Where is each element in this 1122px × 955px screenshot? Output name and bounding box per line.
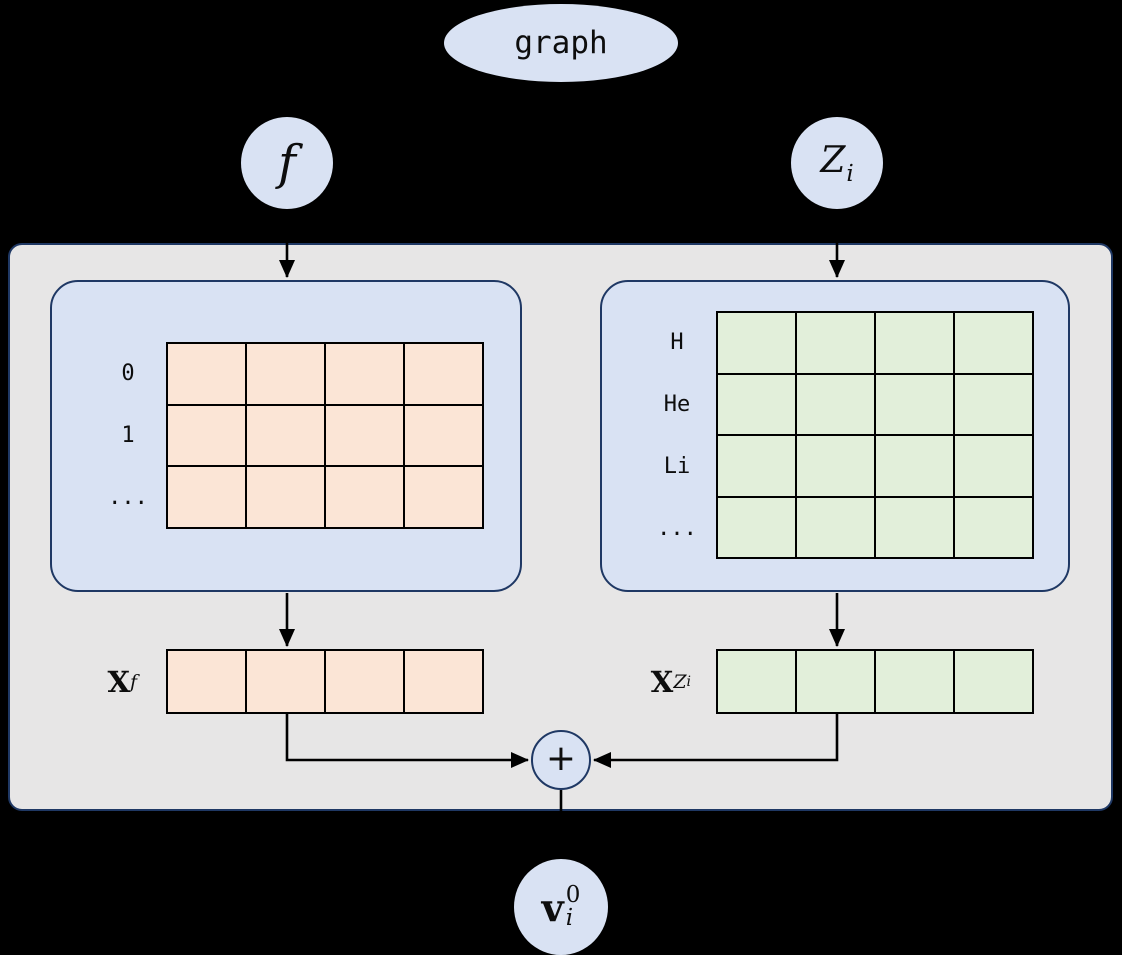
matrix-cell [168,344,245,404]
row-label: He [663,391,691,417]
row-label: ... [657,515,697,541]
row-label: 1 [121,422,135,448]
right-row-labels: H He Li ... [647,311,707,559]
row-label: 0 [121,360,135,386]
matrix-cell [247,405,324,466]
row-label: H [670,329,684,355]
matrix-cell [326,467,403,527]
matrix-cell [876,497,953,557]
row-label: Li [663,453,691,479]
plus-icon: + [545,737,577,779]
sum-node: + [531,730,591,790]
matrix-cell [718,374,795,434]
matrix-cell [405,344,482,404]
matrix-cell [876,651,953,712]
matrix-cell [876,313,953,373]
matrix-cell [876,374,953,434]
matrix-cell [876,436,953,496]
matrix-cell [247,651,324,712]
matrix-cell [718,313,795,373]
graph-node: graph [444,4,678,82]
matrix-cell [955,497,1032,557]
matrix-cell [955,436,1032,496]
matrix-cell [405,467,482,527]
xzi-vector [716,649,1034,714]
matrix-cell [247,467,324,527]
matrix-cell [718,651,795,712]
matrix-cell [797,497,874,557]
matrix-cell [168,467,245,527]
matrix-cell [168,651,245,712]
matrix-cell [797,313,874,373]
zi-node-label: Zi [820,139,854,187]
matrix-cell [247,344,324,404]
matrix-cell [326,651,403,712]
feature-embedding-matrix [166,342,484,529]
matrix-cell [797,374,874,434]
element-embedding-matrix [716,311,1034,559]
f-node: f [241,117,333,209]
matrix-cell [718,497,795,557]
matrix-cell [718,436,795,496]
graph-node-label: graph [514,25,608,61]
matrix-cell [797,651,874,712]
matrix-cell [955,651,1032,712]
f-node-label: f [278,135,296,191]
zi-node: Zi [791,117,883,209]
left-row-labels: 0 1 ... [98,342,158,529]
row-label: ... [108,485,148,511]
matrix-cell [955,313,1032,373]
matrix-cell [168,405,245,466]
matrix-cell [326,405,403,466]
matrix-cell [797,436,874,496]
matrix-cell [326,344,403,404]
xf-vector [166,649,484,714]
matrix-cell [955,374,1032,434]
matrix-cell [405,405,482,466]
matrix-cell [405,651,482,712]
